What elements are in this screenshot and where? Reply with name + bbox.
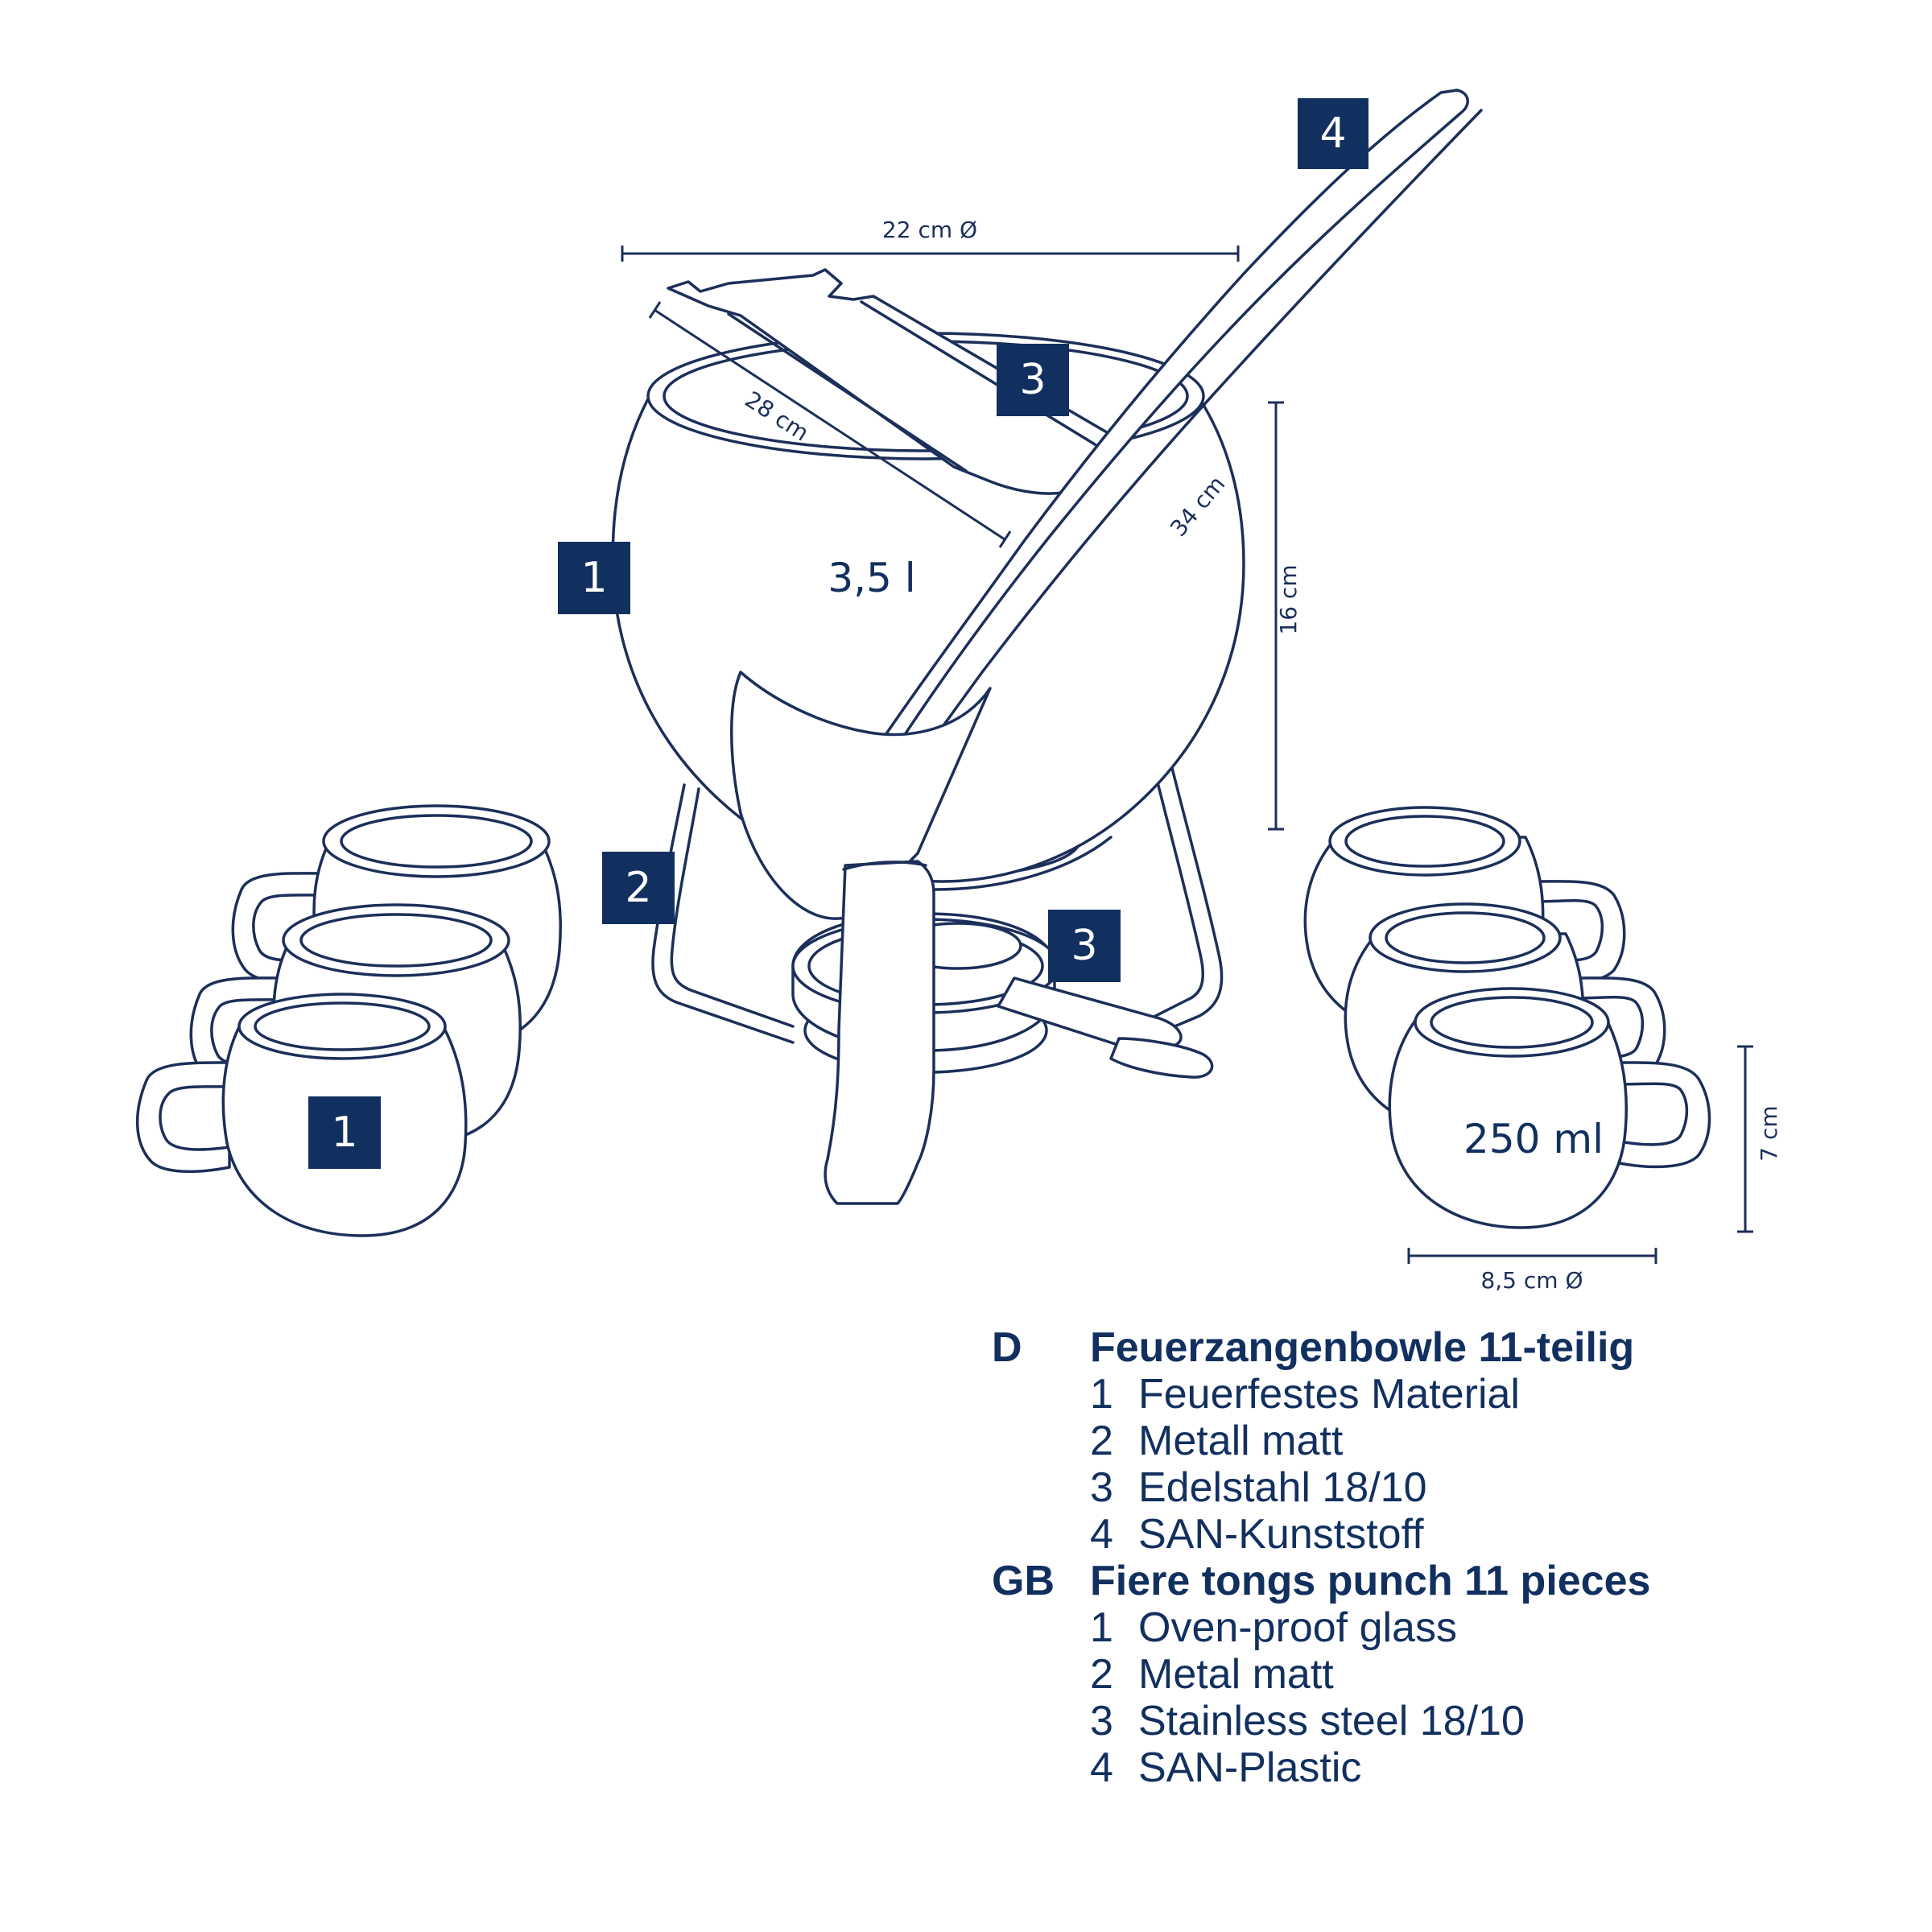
legend-gb-item: 2 Metal matt xyxy=(992,1650,1650,1698)
badge-burner: 3 xyxy=(1048,910,1121,982)
svg-text:3: 3 xyxy=(1071,922,1097,970)
dim-mug-height: 7 cm xyxy=(1756,1105,1782,1161)
legend-item-text: Oven-proof glass xyxy=(1138,1604,1457,1651)
legend-item-number: 1 xyxy=(1090,1371,1113,1418)
legend-de-item: 4 SAN-Kunststoff xyxy=(992,1510,1650,1558)
mug-left-front xyxy=(135,993,468,1237)
legend-gb-header: GB Fiere tongs punch 11 pieces xyxy=(992,1557,1650,1604)
legend-item-number: 4 xyxy=(1090,1744,1113,1791)
legend-item-text: Metall matt xyxy=(1138,1418,1344,1464)
svg-text:1: 1 xyxy=(331,1108,357,1157)
legend-gb-item: 4 SAN-Plastic xyxy=(992,1744,1650,1791)
legend-gb-title: Fiere tongs punch 11 pieces xyxy=(1090,1558,1651,1604)
legend-item-text: SAN-Kunststoff xyxy=(1138,1511,1424,1558)
legend-item-number: 2 xyxy=(1090,1418,1113,1464)
legend-de-title: Feuerzangenbowle 11-teilig xyxy=(1090,1324,1635,1371)
dimension-lines xyxy=(621,246,1753,1264)
ladle xyxy=(730,89,1483,1205)
dim-mug-diameter: 8,5 cm Ø xyxy=(1480,1267,1583,1294)
svg-text:1: 1 xyxy=(580,554,607,602)
legend-item-number: 3 xyxy=(1090,1698,1113,1744)
legend-de-item: 1 Feuerfestes Material xyxy=(992,1370,1650,1418)
fire-tongs xyxy=(667,268,1113,495)
badge-tongs: 3 xyxy=(997,344,1069,416)
capacity-mug: 250 ml xyxy=(1463,1116,1604,1162)
legend-item-text: Feuerfestes Material xyxy=(1138,1371,1520,1418)
legend-item-text: Edelstahl 18/10 xyxy=(1138,1464,1427,1511)
badge-ladle: 4 xyxy=(1298,98,1368,169)
badge-stand: 2 xyxy=(602,852,675,924)
legend-item-text: SAN-Plastic xyxy=(1138,1744,1362,1791)
badge-bowl: 1 xyxy=(558,542,630,614)
svg-text:4: 4 xyxy=(1319,109,1346,158)
dim-bowl-diameter: 22 cm Ø xyxy=(882,217,977,243)
legend-item-number: 3 xyxy=(1090,1464,1113,1511)
legend-de-lang: D xyxy=(992,1324,1022,1371)
legend-item-text: Metal matt xyxy=(1138,1651,1334,1698)
svg-text:2: 2 xyxy=(625,864,651,912)
legend-item-number: 4 xyxy=(1090,1511,1113,1558)
svg-text:3: 3 xyxy=(1019,356,1046,404)
legend-gb-item: 1 Oven-proof glass xyxy=(992,1604,1650,1651)
dim-bowl-height: 16 cm xyxy=(1275,564,1302,634)
legend-gb-lang: GB xyxy=(992,1558,1055,1604)
legend-de-item: 3 Edelstahl 18/10 xyxy=(992,1463,1650,1511)
mug-right-front xyxy=(1388,987,1711,1229)
material-legend: D Feuerzangenbowle 11-teilig 1 Feuerfeste… xyxy=(992,1323,1650,1791)
legend-item-number: 2 xyxy=(1090,1651,1113,1698)
badge-mug: 1 xyxy=(308,1096,381,1169)
legend-gb-item: 3 Stainless steel 18/10 xyxy=(992,1697,1650,1744)
legend-item-text: Stainless steel 18/10 xyxy=(1138,1698,1525,1744)
legend-item-number: 1 xyxy=(1090,1604,1113,1651)
legend-de-item: 2 Metall matt xyxy=(992,1417,1650,1464)
capacity-bowl: 3,5 l xyxy=(828,555,915,601)
legend-de-header: D Feuerzangenbowle 11-teilig xyxy=(992,1323,1650,1371)
bowl-stand xyxy=(651,763,1224,1048)
capacity-labels: 3,5 l 250 ml xyxy=(828,555,1604,1162)
